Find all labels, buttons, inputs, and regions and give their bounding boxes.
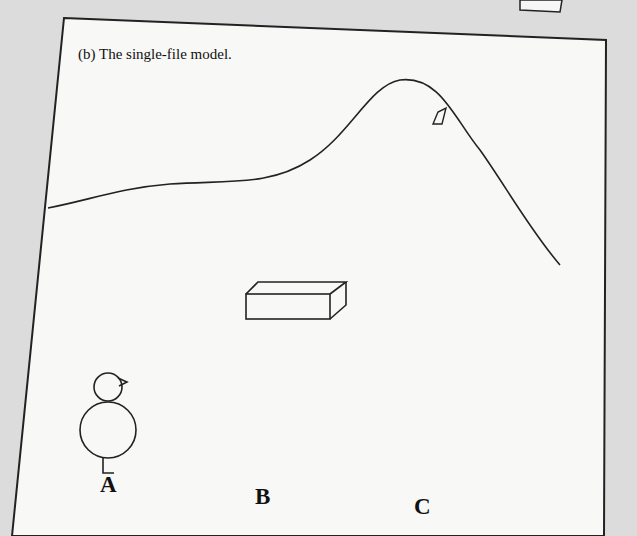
frame [12, 18, 606, 536]
bird-shape [433, 108, 446, 124]
figure [80, 373, 136, 473]
box-block [246, 282, 346, 319]
position-label: C [414, 494, 431, 520]
figure-title: (b) The single-file model. [78, 46, 232, 63]
hill-outline [48, 80, 560, 265]
page-corner [520, 0, 562, 12]
position-label: A [100, 472, 117, 498]
position-label: B [255, 484, 270, 510]
